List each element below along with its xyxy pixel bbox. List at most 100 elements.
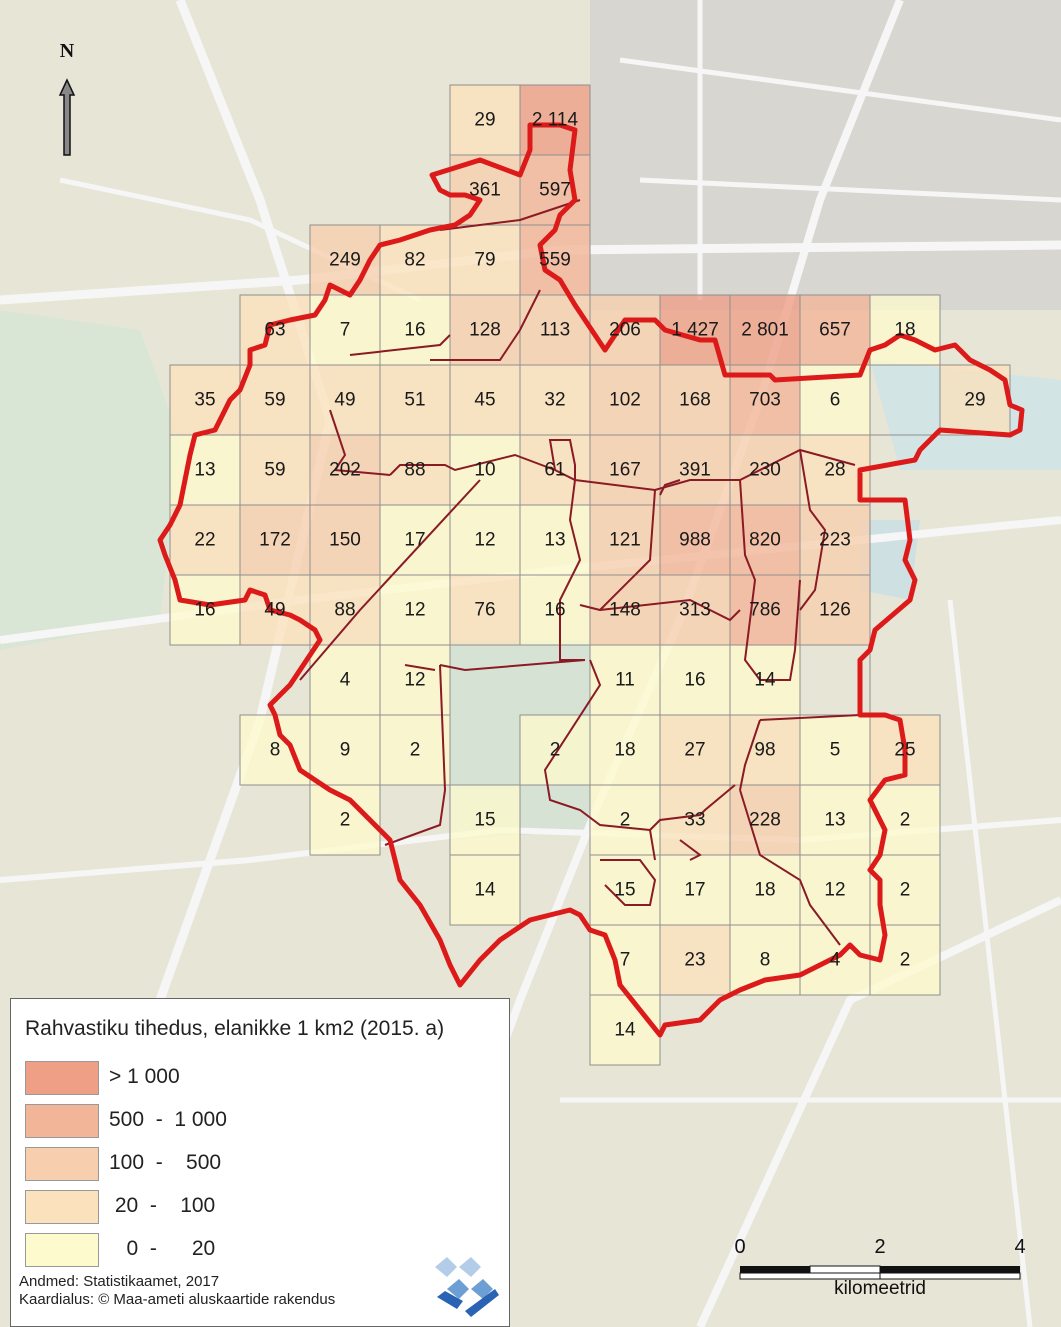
cell-value-label: 2	[620, 810, 631, 831]
grid-cell	[729, 294, 801, 366]
cell-value-label: 121	[609, 530, 641, 551]
cell-value-label: 172	[259, 530, 291, 551]
legend-swatch	[25, 1104, 99, 1138]
data-source: Andmed: Statistikaamet, 2017	[19, 1273, 220, 1290]
scale-tick: 4	[1014, 1236, 1026, 1258]
cell-value-label: 230	[749, 460, 781, 481]
grid-cell	[799, 294, 871, 366]
cell-value-label: 18	[894, 320, 915, 341]
city-boundary	[157, 122, 1025, 1038]
cell-value-label: 16	[404, 320, 425, 341]
cell-value-label: 126	[819, 600, 851, 621]
grid-cell	[589, 784, 661, 856]
grid-cell	[799, 714, 871, 786]
cell-value-label: 8	[760, 950, 771, 971]
map-legend: Rahvastiku tihedus, elanikke 1 km2 (2015…	[10, 998, 510, 1327]
north-arrow: N	[52, 40, 82, 160]
cell-value-label: 391	[679, 460, 711, 481]
legend-label: 500 - 1 000	[109, 1108, 227, 1131]
grid-cell	[169, 504, 241, 576]
cell-value-label: 25	[894, 740, 915, 761]
cell-value-label: 168	[679, 390, 711, 411]
cell-value-label: 9	[340, 740, 351, 761]
cell-value-label: 249	[329, 250, 361, 271]
grid-cell	[379, 714, 451, 786]
grid-cell	[309, 364, 381, 436]
cell-value-label: 202	[329, 460, 361, 481]
grid-cell-empty	[799, 644, 871, 716]
cell-value-label: 13	[544, 530, 565, 551]
legend-label: 0 - 20	[109, 1237, 216, 1260]
grid-cell	[519, 224, 591, 296]
cell-value-label: 11	[615, 670, 635, 691]
grid-cell	[449, 574, 521, 646]
grid-cell	[659, 364, 731, 436]
cell-value-label: 2	[340, 810, 351, 831]
cell-value-label: 18	[754, 880, 775, 901]
grid-cell	[449, 224, 521, 296]
cell-value-label: 10	[474, 460, 495, 481]
cell-value-label: 786	[749, 600, 781, 621]
cell-value-label: 4	[830, 950, 841, 971]
legend-swatch	[25, 1061, 99, 1095]
cell-value-label: 33	[684, 810, 705, 831]
cell-value-label: 8	[270, 740, 281, 761]
cell-value-label: 76	[474, 600, 495, 621]
grid-cell	[449, 294, 521, 366]
cell-value-label: 98	[754, 740, 775, 761]
cell-value-label: 2	[900, 880, 911, 901]
cell-value-label: 2 114	[532, 110, 579, 131]
cell-value-label: 22	[194, 530, 215, 551]
cell-value-label: 88	[334, 600, 355, 621]
scale-bar: 0 2 4 kilomeetrid	[730, 1236, 1030, 1306]
cell-value-label: 2	[410, 740, 421, 761]
cell-value-label: 12	[474, 530, 495, 551]
grid-cell	[309, 504, 381, 576]
cell-value-label: 12	[404, 600, 425, 621]
cell-value-label: 35	[194, 390, 215, 411]
north-letter: N	[59, 40, 75, 62]
cell-value-label: 59	[264, 460, 285, 481]
cell-value-label: 206	[609, 320, 641, 341]
cell-value-label: 703	[749, 390, 781, 411]
grid-cell	[449, 504, 521, 576]
grid-cell	[799, 854, 871, 926]
scale-tick: 2	[874, 1236, 886, 1258]
cell-value-label: 559	[539, 250, 571, 271]
grid-cell	[239, 504, 311, 576]
grid-cell	[659, 924, 731, 996]
district-boundaries	[299, 199, 861, 946]
legend-label: 100 - 500	[109, 1151, 222, 1174]
grid-cell	[729, 924, 801, 996]
cell-value-label: 2	[550, 740, 561, 761]
grid-cell	[729, 714, 801, 786]
grid-cell	[239, 364, 311, 436]
grid-cell	[729, 854, 801, 926]
cell-value-label: 128	[469, 320, 501, 341]
cell-value-label: 27	[684, 740, 705, 761]
scale-unit: kilomeetrid	[834, 1278, 926, 1299]
cell-value-label: 150	[329, 530, 361, 551]
cell-value-label: 2	[900, 950, 911, 971]
grid-cell	[239, 434, 311, 506]
grid-cells	[169, 84, 1011, 1066]
cell-value-label: 15	[474, 810, 495, 831]
cell-value-label: 12	[824, 880, 845, 901]
grid-cell	[799, 574, 871, 646]
legend-swatch	[25, 1147, 99, 1181]
scale-tick: 0	[734, 1236, 746, 1258]
cell-value-label: 2 801	[741, 320, 789, 341]
cell-value-label: 167	[609, 460, 641, 481]
cell-value-label: 28	[824, 460, 845, 481]
cell-value-label: 29	[474, 110, 495, 131]
grid-cell	[519, 154, 591, 226]
cell-value-label: 657	[819, 320, 851, 341]
cell-value-label: 2	[900, 810, 911, 831]
grid-cell	[589, 924, 661, 996]
cell-value-label: 29	[964, 390, 985, 411]
cell-value-label: 79	[474, 250, 495, 271]
grid-cell	[589, 434, 661, 506]
grid-cell	[659, 644, 731, 716]
cell-value-label: 597	[539, 180, 571, 201]
cell-value-label: 49	[334, 390, 355, 411]
